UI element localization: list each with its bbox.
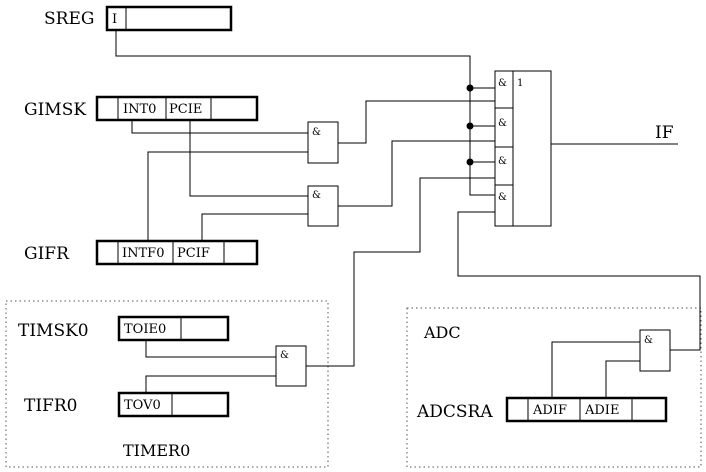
bit-label: PCIF xyxy=(177,246,210,261)
bit-label: INTF0 xyxy=(122,246,164,261)
timer0-group-label: TIMER0 xyxy=(123,441,190,460)
timer0-group-box xyxy=(5,300,329,468)
register-name: GIFR xyxy=(24,244,70,264)
wire-pcie xyxy=(189,120,308,197)
adc-group-label: ADC xyxy=(423,323,461,342)
wire-gate4-out xyxy=(457,211,701,351)
svg-text:&: & xyxy=(312,127,321,138)
register-timsk0: TIMSK0 TOIE0 xyxy=(18,315,230,342)
and-cell-4: & xyxy=(498,192,507,203)
wire-tov0 xyxy=(145,375,276,399)
and-gate-toie0: & xyxy=(275,345,307,387)
and-gate-pcie: & xyxy=(307,185,339,227)
junction-dot xyxy=(466,158,474,166)
register-adcsra: ADCSRA ADIF ADIE xyxy=(416,396,668,423)
wire-adif xyxy=(551,341,640,398)
junction-dot xyxy=(466,122,474,130)
register-sreg: SREG I xyxy=(44,5,233,32)
svg-text:&: & xyxy=(644,335,653,346)
wire-toie0 xyxy=(145,340,276,358)
bit-label: TOIE0 xyxy=(124,322,166,337)
register-tifr0: TIFR0 TOV0 xyxy=(24,391,230,418)
wire-pcif xyxy=(201,213,308,241)
svg-text:&: & xyxy=(280,350,289,361)
register-gifr: GIFR INTF0 PCIF xyxy=(24,239,259,266)
register-name: TIFR0 xyxy=(24,396,77,416)
bit-label: I xyxy=(112,12,117,27)
output-label: IF xyxy=(655,123,674,143)
svg-text:&: & xyxy=(312,190,321,201)
wire-int0 xyxy=(131,120,308,134)
wire-gate3-out xyxy=(306,177,495,367)
and-gate-adie: & xyxy=(639,329,671,372)
and-cell-2: & xyxy=(498,118,507,129)
wire-gate2-out xyxy=(338,140,495,207)
and-cell-3: & xyxy=(498,156,507,167)
register-name: GIMSK xyxy=(24,100,86,120)
or-gate-block: & & & & 1 xyxy=(494,70,552,227)
bit-label: ADIE xyxy=(584,403,619,418)
wires xyxy=(115,30,701,399)
wire-intf0 xyxy=(147,151,308,241)
and-gate-int0: & xyxy=(307,121,339,164)
wire-sreg-i xyxy=(115,30,495,196)
register-gimsk: GIMSK INT0 PCIE xyxy=(24,95,259,122)
bit-label: PCIE xyxy=(169,102,202,117)
register-name: TIMSK0 xyxy=(18,321,89,341)
bit-label: ADIF xyxy=(532,403,567,418)
adc-group-box xyxy=(406,307,702,468)
wire-adie xyxy=(605,360,640,398)
junction-dot xyxy=(466,84,474,92)
bit-label: INT0 xyxy=(123,102,156,117)
or-symbol: 1 xyxy=(517,78,523,89)
bit-label: TOV0 xyxy=(124,398,161,413)
register-name: SREG xyxy=(44,9,94,29)
register-name: ADCSRA xyxy=(416,402,493,422)
and-cell-1: & xyxy=(498,78,507,89)
wire-gate1-out xyxy=(338,100,495,144)
